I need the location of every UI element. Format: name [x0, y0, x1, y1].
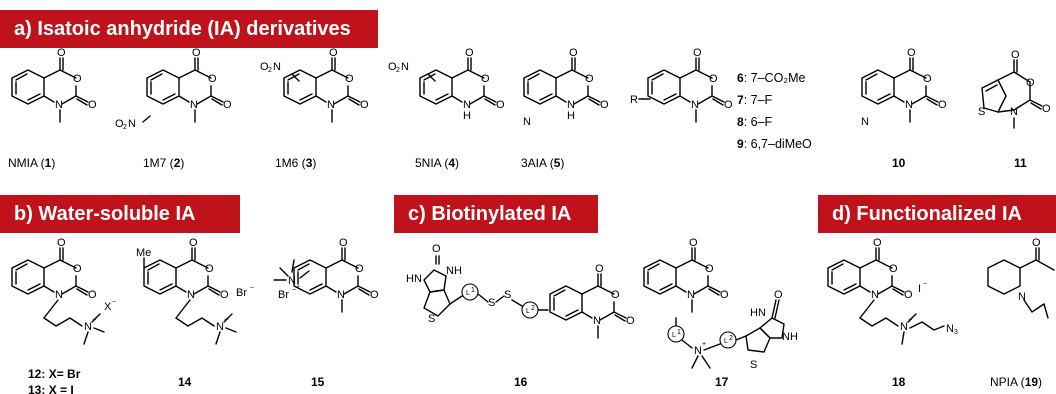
- svg-text:−: −: [292, 287, 296, 294]
- svg-text:R: R: [630, 94, 638, 106]
- structure-6-9: R: [630, 46, 734, 123]
- structure-16: O HN NH S L 1 S S L 2: [406, 243, 636, 339]
- svg-text:O: O: [1032, 237, 1041, 249]
- structure-12-13: N + X −: [11, 236, 116, 345]
- svg-text:−: −: [112, 299, 116, 306]
- structure-3: O 2 N: [260, 46, 370, 123]
- svg-text:3: 3: [954, 329, 958, 336]
- svg-text:NH: NH: [782, 331, 798, 343]
- svg-text:N: N: [273, 61, 281, 73]
- svg-text:N: N: [861, 116, 869, 128]
- svg-text:L: L: [672, 332, 676, 339]
- structure-10: N: [861, 46, 948, 128]
- svg-text:N: N: [401, 61, 409, 73]
- label-14: 14: [178, 375, 192, 389]
- svg-text:2: 2: [729, 335, 733, 342]
- svg-text:1: 1: [471, 287, 475, 294]
- svg-text:N: N: [523, 116, 531, 128]
- structure-19: O N: [987, 237, 1055, 319]
- svg-text:N: N: [84, 321, 92, 333]
- svg-text:9: 6,7–diMeO: 9: 6,7–diMeO: [737, 137, 812, 151]
- svg-text:N: N: [946, 323, 954, 335]
- structure-18: N + I − N 3: [827, 236, 958, 345]
- svg-text:Br: Br: [236, 287, 247, 299]
- svg-text:O: O: [1011, 49, 1020, 61]
- label-19: NPIA (19): [990, 375, 1042, 389]
- structure-15: N + Br −: [273, 236, 380, 313]
- label-17: 17: [715, 375, 729, 389]
- structure-2: O 2 N: [115, 46, 233, 131]
- section-b-banner: b) Water-soluble IA: [0, 195, 240, 233]
- svg-text:1M7 (2): 1M7 (2): [143, 156, 184, 170]
- svg-text:N: N: [216, 321, 224, 333]
- label-10: 10: [892, 156, 906, 170]
- svg-text:HN: HN: [406, 273, 422, 285]
- svg-text:N: N: [288, 275, 296, 287]
- svg-text:O: O: [774, 289, 783, 301]
- svg-text:O: O: [432, 243, 441, 255]
- svg-text:+: +: [702, 341, 706, 348]
- section-d-banner: d) Functionalized IA: [818, 195, 1056, 233]
- svg-text:2: 2: [268, 67, 272, 74]
- svg-text:S: S: [978, 106, 985, 118]
- svg-text:O: O: [1026, 77, 1035, 89]
- svg-text:1: 1: [677, 329, 681, 336]
- label-18: 18: [892, 375, 906, 389]
- svg-text:S: S: [750, 359, 757, 371]
- svg-text:I: I: [918, 283, 921, 295]
- svg-text:Me: Me: [136, 247, 151, 259]
- svg-text:5NIA (4): 5NIA (4): [415, 156, 459, 170]
- svg-text:L: L: [724, 338, 728, 345]
- svg-text:X: X: [104, 301, 112, 313]
- svg-text:N: N: [900, 321, 908, 333]
- svg-text:8: 6–F: 8: 6–F: [737, 115, 773, 129]
- label-12: 12: X= Br: [28, 367, 81, 381]
- structure-4: O 2 N: [388, 46, 506, 123]
- svg-text:N: N: [1018, 291, 1026, 303]
- svg-text:L: L: [526, 308, 530, 315]
- svg-text:O: O: [115, 118, 124, 130]
- svg-text:O: O: [1042, 103, 1051, 115]
- structure-5: N: [523, 46, 610, 128]
- structure-14: Me N + Br −: [136, 236, 254, 345]
- structure-17: L 1 N + L 2 S HN NH O: [643, 236, 798, 371]
- svg-text:N: N: [694, 345, 702, 357]
- label-16: 16: [514, 375, 528, 389]
- svg-text:O: O: [388, 61, 397, 73]
- substituent-list: 6: 7–CO₂Me 7: 7–F 8: 6–F 9: 6,7–diMeO: [737, 71, 812, 151]
- svg-text:+: +: [296, 284, 300, 291]
- svg-text:S: S: [504, 289, 511, 301]
- label-11: 11: [1014, 156, 1027, 170]
- svg-text:O: O: [260, 61, 269, 73]
- svg-text:2: 2: [396, 67, 400, 74]
- label-13: 13: X = I: [28, 383, 74, 394]
- svg-text:S: S: [488, 297, 495, 309]
- svg-text:NH: NH: [446, 265, 462, 277]
- svg-text:2: 2: [123, 124, 127, 131]
- svg-text:−: −: [250, 285, 254, 292]
- svg-text:Br: Br: [278, 289, 289, 301]
- svg-text:HN: HN: [750, 307, 766, 319]
- svg-text:N: N: [1010, 106, 1018, 118]
- svg-text:2: 2: [531, 305, 535, 312]
- svg-text:3AIA (5): 3AIA (5): [521, 156, 564, 170]
- svg-text:7: 7–F: 7: 7–F: [737, 93, 773, 107]
- svg-text:1M6 (3): 1M6 (3): [275, 156, 316, 170]
- section-c-banner: c) Biotinylated IA: [394, 195, 598, 233]
- label-15: 15: [311, 375, 325, 389]
- section-a-banner: a) Isatoic anhydride (IA) derivatives: [0, 10, 378, 48]
- svg-text:S: S: [428, 313, 435, 325]
- svg-text:−: −: [923, 281, 927, 288]
- structure-11: S O O O N: [978, 49, 1051, 129]
- svg-text:6: 7–CO₂Me: 6: 7–CO₂Me: [737, 71, 806, 85]
- structure-1: [11, 46, 98, 123]
- svg-text:NMIA (1): NMIA (1): [8, 156, 55, 170]
- svg-text:N: N: [128, 118, 136, 130]
- svg-text:L: L: [466, 290, 470, 297]
